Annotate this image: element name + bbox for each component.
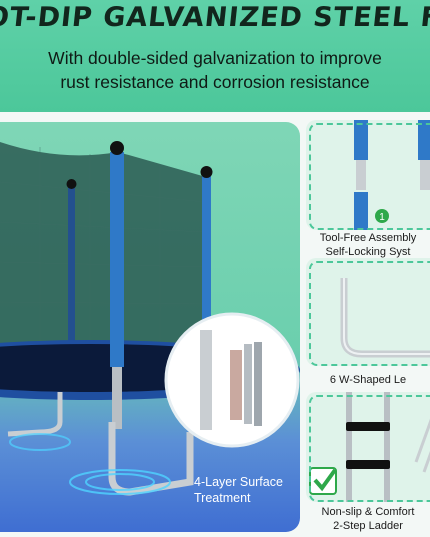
- feature-card-ladder: [306, 392, 430, 502]
- right-pole: [202, 174, 211, 364]
- feature-3-line-1: Non-slip & Comfort: [321, 506, 415, 518]
- badge-number: 1: [379, 212, 385, 223]
- headline: ot-dip galvanized steel fram: [0, 2, 430, 33]
- step-number-badge: [375, 209, 389, 223]
- feature-2-line-1: 6 W-Shaped Le: [329, 374, 407, 386]
- subtitle-line-2: rust resistance and corrosion resistance: [60, 72, 370, 92]
- caption-line-1: 4-Layer Surface: [194, 475, 283, 489]
- feature-label-ladder: Non-slip & Comfort 2-Step Ladder: [306, 505, 430, 533]
- check-icon: [313, 468, 337, 492]
- layer-2: [244, 344, 252, 424]
- w-leg-image: [340, 278, 430, 358]
- caption-line-2: Treatment: [194, 491, 251, 505]
- feature-1-line-2: Self-Locking Syst: [325, 246, 411, 258]
- ladder-image: [309, 392, 430, 502]
- feature-card-assembly: 1: [306, 120, 430, 230]
- pole-cap: [110, 141, 124, 155]
- w-shaped-leg: [108, 422, 194, 496]
- back-pole: [68, 184, 75, 359]
- feature-label-assembly: Tool-Free Assembly Self-Locking Syst: [306, 231, 430, 259]
- layer-1: [230, 350, 242, 420]
- feature-card-legs: [306, 258, 430, 366]
- feature-3-line-2: 2-Step Ladder: [333, 520, 403, 532]
- layer-3: [254, 342, 262, 426]
- front-pole: [110, 152, 124, 367]
- top-banner: ot-dip galvanized steel fram With double…: [0, 0, 430, 112]
- safety-net: [0, 142, 206, 354]
- trampoline-illustration: [0, 141, 300, 496]
- feature-1-line-1: Tool-Free Assembly: [319, 232, 417, 244]
- pole-cap: [200, 166, 213, 178]
- feature-label-legs: 6 W-Shaped Le: [306, 373, 430, 387]
- steel-tube: [200, 330, 212, 430]
- subtitle: With double-sided galvanization to impro…: [0, 46, 430, 94]
- product-image-panel: [0, 122, 300, 532]
- w-shaped-leg-back: [7, 392, 63, 437]
- subtitle-line-1: With double-sided galvanization to impro…: [48, 48, 382, 68]
- pole-joint-image: 1: [354, 120, 430, 230]
- surface-treatment-caption: 4-Layer Surface Treatment: [194, 474, 304, 506]
- front-pole-steel: [112, 367, 122, 429]
- pole-cap: [66, 179, 77, 189]
